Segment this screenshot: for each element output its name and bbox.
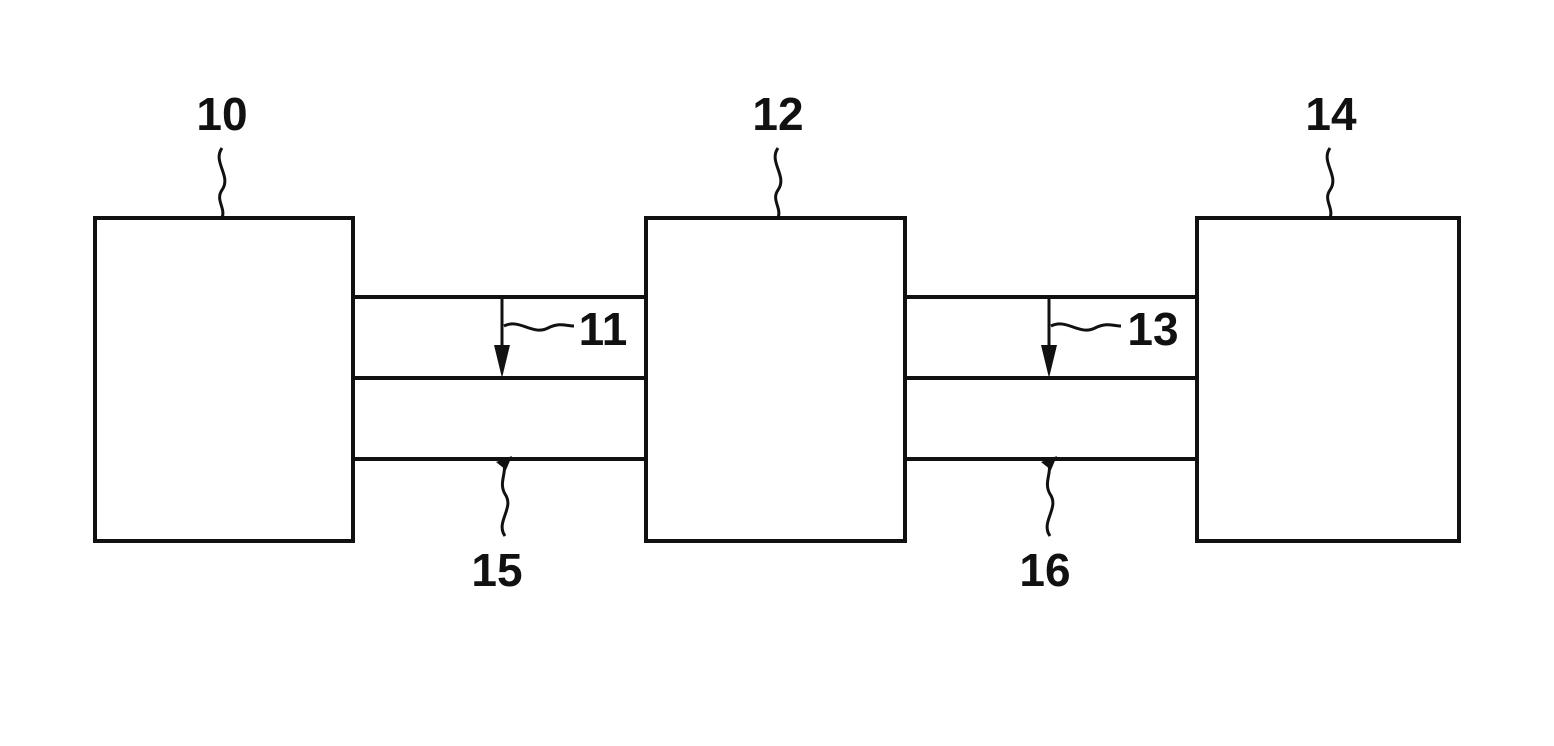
- block-10: [95, 218, 353, 541]
- leader-14: [1327, 148, 1333, 218]
- label-12: 12: [752, 88, 803, 140]
- block-14: [1197, 218, 1459, 541]
- block-12: [646, 218, 905, 541]
- arrow-13-head: [1041, 345, 1057, 378]
- label-13: 13: [1127, 303, 1178, 355]
- label-10: 10: [196, 88, 247, 140]
- label-15: 15: [471, 544, 522, 596]
- label-14: 14: [1305, 88, 1357, 140]
- label-11: 11: [579, 303, 628, 355]
- label-16: 16: [1019, 544, 1070, 596]
- leader-10: [219, 148, 225, 218]
- leader-11: [504, 324, 574, 330]
- leader-15: [502, 461, 508, 536]
- arrow-11-head: [494, 345, 510, 378]
- leader-16: [1047, 461, 1053, 536]
- leader-12: [775, 148, 781, 218]
- leader-13: [1051, 324, 1121, 330]
